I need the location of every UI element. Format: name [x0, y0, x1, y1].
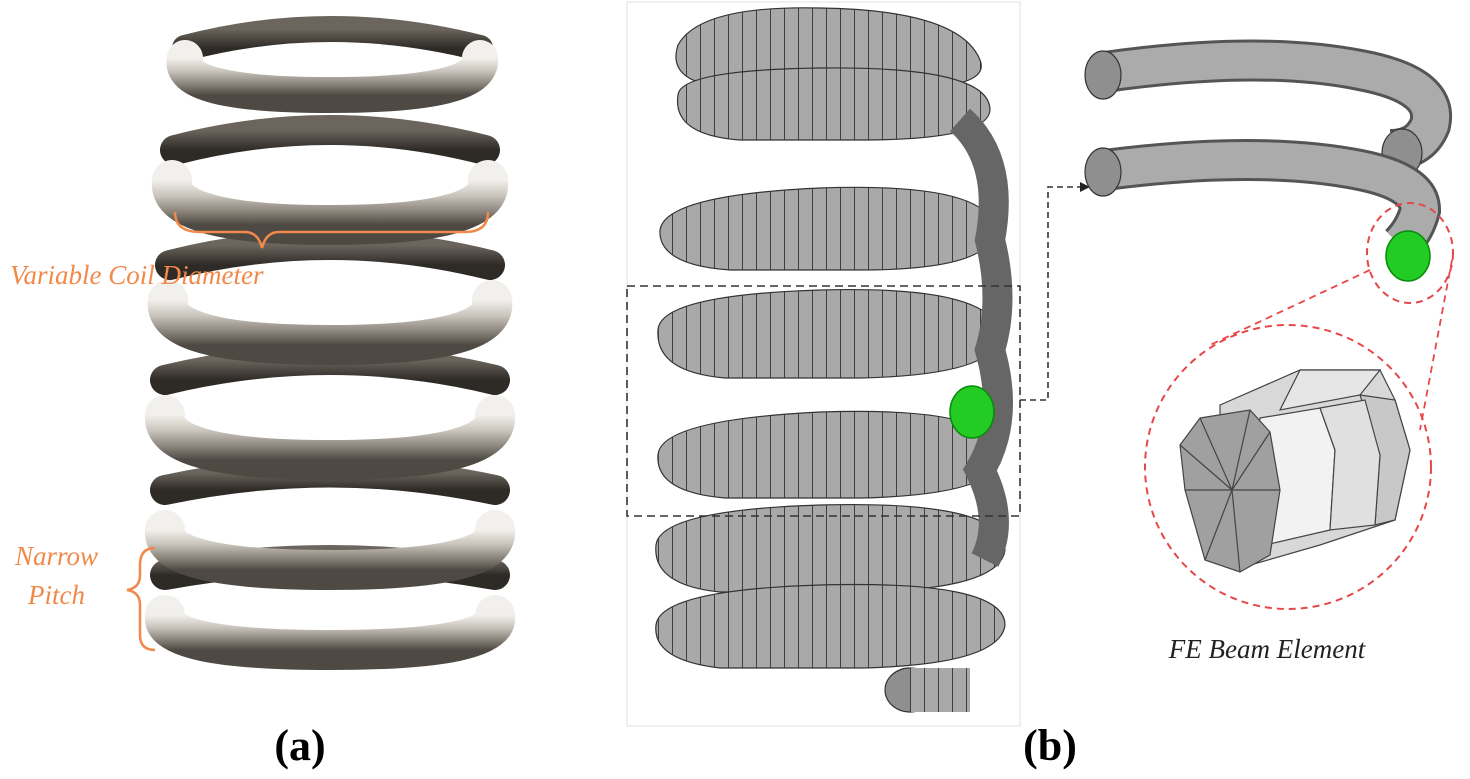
- panel-a-photo: Variable Coil Diameter Narrow Pitch (a): [0, 0, 560, 779]
- callout-large-circle: [1144, 324, 1432, 610]
- zoomed-coil-segment: [1084, 39, 1453, 260]
- callout-small-circle: [1366, 202, 1454, 304]
- callout-line-left: [1209, 269, 1371, 346]
- selection-box: [626, 285, 1021, 517]
- zoomed-highlighted-element: [1385, 230, 1431, 282]
- enlarged-beam-element: [1179, 369, 1411, 573]
- steel-spring-photo: Variable Coil Diameter Narrow Pitch (a): [10, 16, 516, 770]
- annotation-variable-coil-diameter: Variable Coil Diameter: [10, 260, 264, 290]
- panel-b-fe-model: FE Beam Element (b): [560, 0, 1470, 779]
- highlighted-beam-element: [949, 385, 995, 439]
- callout-line-right: [1419, 259, 1453, 431]
- zoom-connector-arrow: [1020, 186, 1080, 401]
- fe-coil-mesh: [655, 7, 1013, 713]
- annotation-narrow: Narrow: [14, 541, 98, 571]
- fe-beam-element-caption: FE Beam Element: [1168, 634, 1367, 664]
- panel-b-label: (b): [1023, 721, 1077, 770]
- arrowhead-icon: [1080, 182, 1090, 192]
- fe-mesh-figure: FE Beam Element (b): [626, 1, 1454, 770]
- panel-a-label: (a): [274, 721, 325, 770]
- diameter-brace: [173, 211, 490, 249]
- spring-front-coils: [144, 40, 516, 671]
- pitch-brace: [126, 546, 156, 652]
- annotation-pitch: Pitch: [27, 580, 85, 610]
